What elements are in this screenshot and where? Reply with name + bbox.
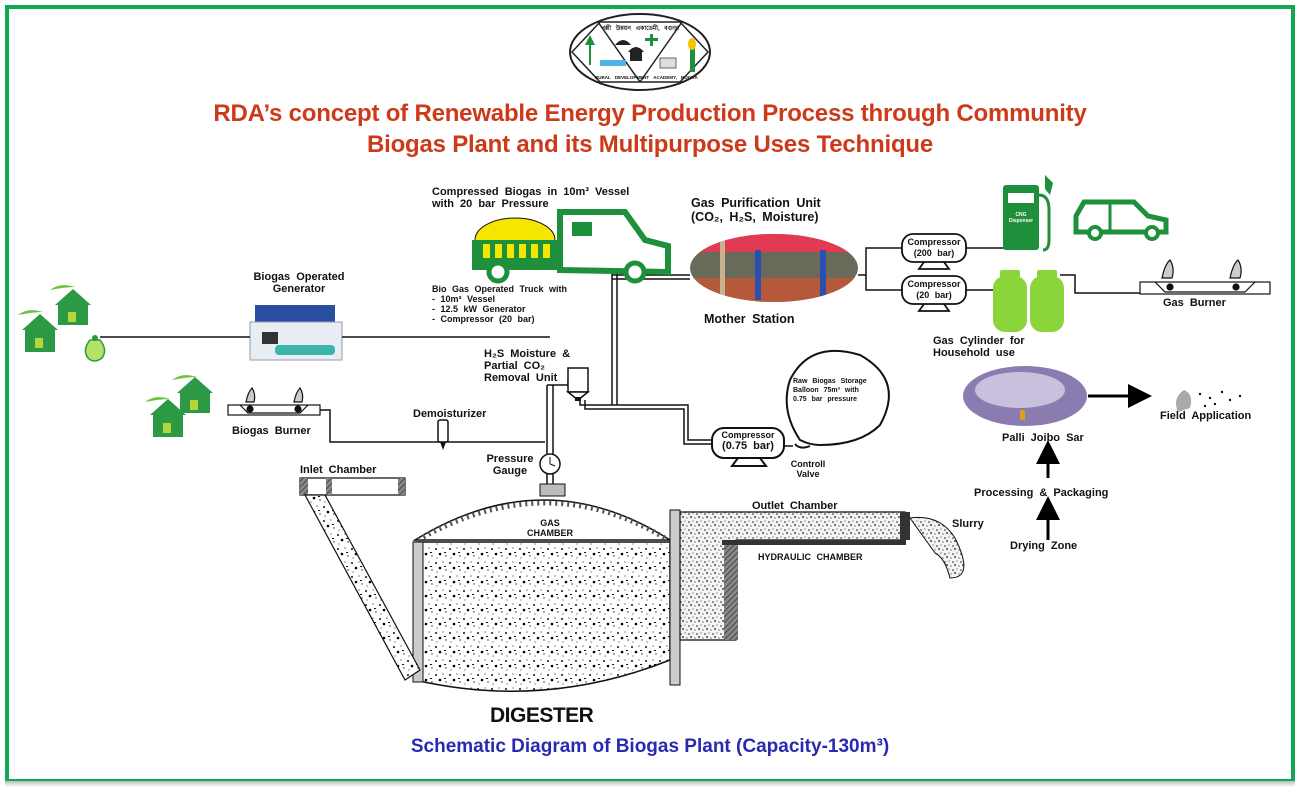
logo-caption-top: পল্লী উন্নয়ন একাডেমী, বগুড়া (600, 26, 679, 32)
frame-shadow (5, 781, 1295, 787)
gas-burner (1139, 259, 1271, 295)
gas-cylinder-label: Gas Cylinder for Household use (933, 335, 1025, 359)
storage-balloon-label: Raw Biogas Storage Balloon 75m³ with 0.7… (793, 378, 867, 403)
palli-joibo-sar-photo (963, 366, 1087, 426)
compressor-075 (711, 427, 785, 467)
compressor-20 (901, 275, 967, 312)
flow-arrows (1036, 384, 1152, 540)
h2s-removal-label: H₂S Moisture & Partial CO₂ Removal Unit (484, 348, 571, 384)
control-valve-label: Controll Valve (790, 459, 826, 479)
diagram-caption: Schematic Diagram of Biogas Plant (Capac… (410, 736, 890, 757)
cng-dispenser (1003, 175, 1053, 252)
demoisturizer (437, 419, 449, 450)
h2s-removal-unit (565, 367, 591, 401)
compressor-200-label: Compressor (200 bar) (907, 237, 961, 258)
compressor-20-label: Compressor (20 bar) (907, 279, 961, 300)
field-application-label: Field Application (1160, 410, 1252, 422)
gas-cylinders (993, 270, 1064, 332)
title-line-1: RDA’s concept of Renewable Energy Produc… (213, 100, 1087, 127)
pressure-gauge (539, 453, 561, 475)
biogas-burner-label: Biogas Burner (232, 425, 311, 437)
demoisturizer-label: Demoisturizer (413, 408, 487, 420)
outlet-chamber-label: Outlet Chamber (752, 500, 838, 512)
generator-label: Biogas Operated Generator (253, 271, 345, 295)
car-icon (1073, 199, 1169, 241)
mother-station-label: Mother Station (704, 312, 795, 326)
slurry-label: Slurry (952, 518, 984, 530)
gas-chamber-label: GAS CHAMBER (527, 518, 573, 538)
biogas-generator (249, 305, 343, 361)
truck-vessel-label: Compressed Biogas in 10m³ Vessel with 20… (432, 186, 630, 210)
digester-structure (299, 477, 965, 692)
field-application-icon (1176, 390, 1242, 412)
biogas-truck (472, 209, 671, 284)
cng-dispenser-label: CNG Dispenser (1008, 212, 1034, 224)
compressor-200 (901, 233, 967, 270)
rda-logo (569, 13, 711, 91)
purification-unit-label: Gas Purification Unit (CO₂, H₂S, Moistur… (691, 196, 821, 224)
palli-joibo-sar-label: Palli Joibo Sar (1002, 432, 1084, 444)
hydraulic-chamber-label: HYDRAULIC CHAMBER (758, 552, 863, 562)
drying-zone-label: Drying Zone (1010, 540, 1078, 552)
compressor-075-label: Compressor (0.75 bar) (721, 430, 775, 452)
title-line-2: Biogas Plant and its Multipurpose Uses T… (366, 131, 934, 158)
storage-balloon (785, 349, 890, 449)
inlet-chamber-label: Inlet Chamber (300, 464, 377, 476)
light-bulb-icon (84, 335, 106, 362)
mother-station-photo (690, 234, 858, 302)
page-title: RDA’s concept of Renewable Energy Produc… (110, 98, 1190, 160)
pressure-gauge-label: Pressure Gauge (486, 453, 534, 477)
logo-caption-bottom: RURAL DEVELOPMENT ACADEMY, BOGRA (595, 75, 698, 80)
truck-specs-label: Bio Gas Operated Truck with - 10m³ Vesse… (432, 284, 568, 324)
gas-burner-label: Gas Burner (1163, 297, 1226, 309)
processing-packaging-label: Processing & Packaging (974, 487, 1109, 499)
house-icons-bottom (145, 375, 213, 437)
digester-label: DIGESTER (490, 704, 594, 727)
biogas-burner (227, 387, 321, 416)
house-icons-top (18, 285, 91, 352)
